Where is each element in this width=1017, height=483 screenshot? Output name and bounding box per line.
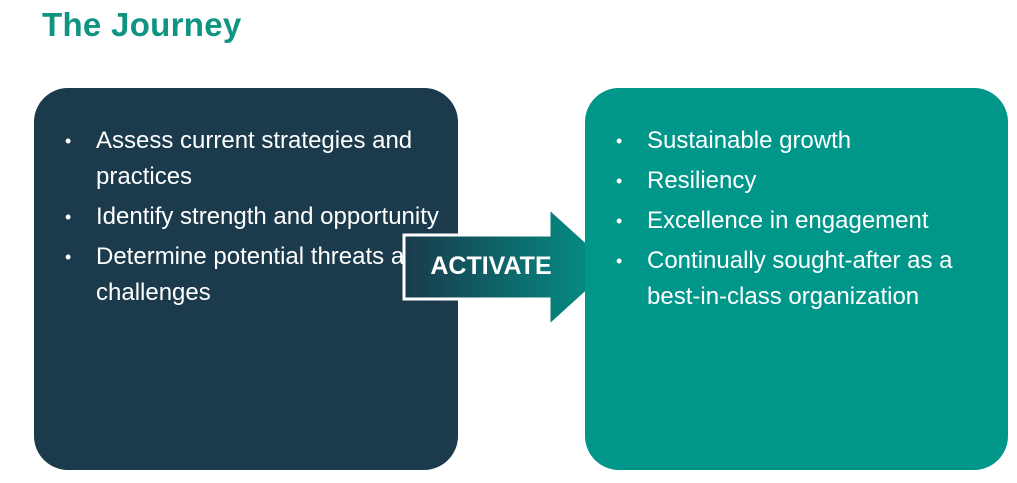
bullet-icon: • [65,247,72,267]
activate-arrow-icon [402,206,617,328]
bullet-icon: • [616,171,623,191]
list-item-text: Resiliency [647,167,757,194]
arrow-shape [402,206,617,328]
bullet-icon: • [65,207,72,227]
page-title: The Journey [42,6,242,43]
list-item-text: Continually sought-after as a best-in-cl… [647,247,953,310]
list-item: • Continually sought-after as a best-in-… [613,243,993,315]
list-item-text: Identify strength and opportunity [96,203,439,230]
bullet-icon: • [616,131,623,151]
current-state-box: • Assess current strategies and practice… [34,88,458,470]
list-item: • Identify strength and opportunity [62,199,442,235]
list-item: • Sustainable growth [613,123,993,159]
list-item-text: Assess current strategies and practices [96,127,413,190]
bullet-icon: • [616,211,623,231]
future-state-list: • Sustainable growth • Resiliency • Exce… [613,123,993,319]
list-item: • Determine potential threats and challe… [62,239,442,311]
list-item-text: Excellence in engagement [647,207,929,234]
list-item-text: Determine potential threats and challeng… [96,243,431,306]
list-item-text: Sustainable growth [647,127,852,154]
current-state-list: • Assess current strategies and practice… [62,123,442,315]
future-state-box: • Sustainable growth • Resiliency • Exce… [585,88,1008,470]
list-item: • Resiliency [613,163,993,199]
bullet-icon: • [65,131,72,151]
list-item: • Excellence in engagement [613,203,993,239]
list-item: • Assess current strategies and practice… [62,123,442,195]
activate-label: ACTIVATE [430,252,552,280]
bullet-icon: • [616,251,623,271]
